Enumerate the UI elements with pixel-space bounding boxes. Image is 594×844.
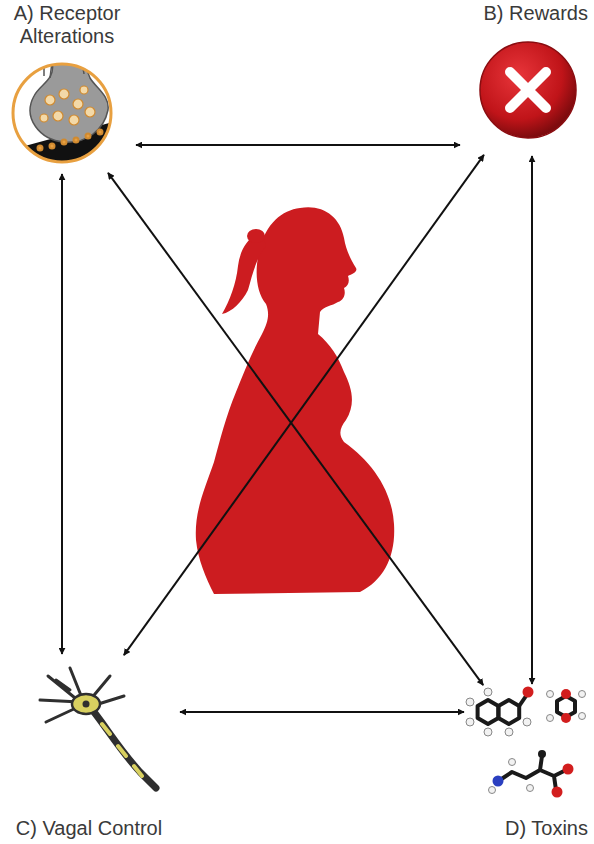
pregnant-woman-silhouette [196,207,394,594]
neuron-icon [40,668,156,788]
red-x-icon [480,42,576,138]
double-arrow [531,156,533,684]
node-label: B) Rewards [466,2,592,25]
double-arrow [108,173,483,685]
concept-node: A) Receptor Alterations [4,0,130,168]
concept-node: C) Vagal Control [4,660,174,842]
node-label: D) Toxins [470,817,592,840]
double-arrow [124,155,484,655]
molecules-icon [466,687,586,798]
double-arrow [180,711,464,713]
concept-node: B) Rewards [466,0,592,150]
double-arrow [61,174,63,654]
double-arrow [136,144,460,146]
synapse-icon [10,58,120,170]
node-label: A) Receptor Alterations [4,2,130,48]
concept-node: D) Toxins [470,690,592,842]
node-label: C) Vagal Control [4,817,174,840]
